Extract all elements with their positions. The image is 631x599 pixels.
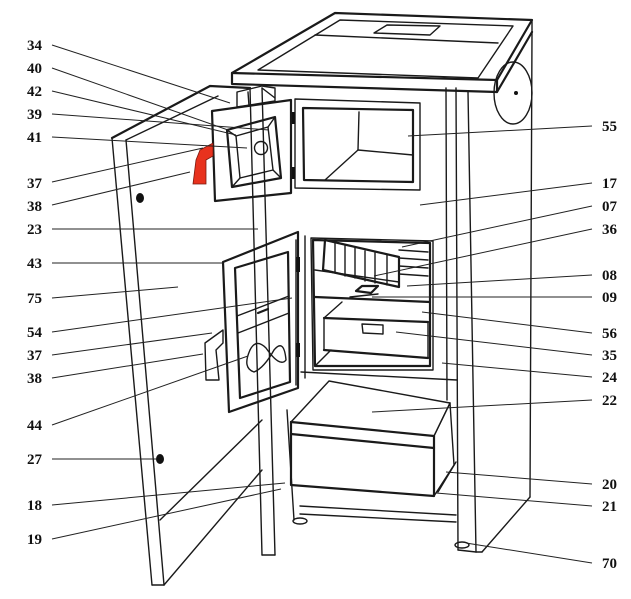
callout-19: 19 bbox=[27, 532, 42, 548]
side-inspection-cover bbox=[493, 61, 533, 125]
leader-54 bbox=[51, 297, 293, 333]
leader-41 bbox=[51, 136, 248, 149]
leader-37a bbox=[51, 147, 204, 183]
callout-35: 35 bbox=[602, 348, 617, 364]
leader-19 bbox=[51, 488, 282, 540]
callout-18: 18 bbox=[27, 498, 42, 514]
callout-38-upper: 38 bbox=[27, 199, 42, 215]
leader-37b bbox=[51, 332, 213, 356]
callout-40: 40 bbox=[27, 61, 42, 77]
ash-drawer bbox=[289, 371, 458, 498]
lower-door bbox=[221, 230, 306, 414]
upper-door-handle bbox=[192, 142, 214, 185]
leader-39 bbox=[51, 113, 270, 131]
callout-27: 27 bbox=[27, 452, 42, 468]
callout-24: 24 bbox=[602, 370, 617, 386]
leader-40 bbox=[51, 67, 229, 131]
callout-55: 55 bbox=[602, 119, 617, 135]
handle-red bbox=[192, 142, 214, 185]
grate-handle bbox=[354, 284, 380, 295]
callout-56: 56 bbox=[602, 326, 617, 342]
combustion-chamber bbox=[310, 237, 434, 371]
leader-34 bbox=[51, 44, 231, 104]
upper-chamber bbox=[291, 98, 421, 191]
leader-lines-left bbox=[51, 44, 293, 540]
callout-42: 42 bbox=[27, 84, 42, 100]
callout-17: 17 bbox=[602, 176, 617, 192]
left-door bbox=[110, 84, 263, 586]
leader-75 bbox=[51, 286, 179, 299]
leader-70 bbox=[465, 542, 593, 564]
callout-39: 39 bbox=[27, 107, 42, 123]
leader-07 bbox=[401, 205, 593, 248]
callout-20: 20 bbox=[602, 477, 617, 493]
door-hinge-dot-top bbox=[136, 193, 144, 203]
leader-18 bbox=[51, 482, 286, 506]
leader-24 bbox=[441, 362, 593, 378]
leader-08 bbox=[406, 274, 593, 287]
lower-door-handle bbox=[204, 329, 224, 381]
leader-lines-right bbox=[371, 125, 593, 564]
leader-38a bbox=[51, 171, 191, 206]
leader-35 bbox=[395, 331, 593, 356]
leader-20 bbox=[445, 471, 593, 485]
leader-44 bbox=[51, 355, 249, 426]
top-hatch bbox=[373, 24, 441, 36]
callout-07: 07 bbox=[602, 199, 617, 215]
callout-54: 54 bbox=[27, 325, 42, 341]
front-right-pillar bbox=[445, 87, 477, 553]
inspection-hole bbox=[253, 140, 269, 156]
door-hinge-dot-bottom bbox=[156, 454, 164, 464]
foot-left bbox=[292, 517, 308, 525]
callout-08: 08 bbox=[602, 268, 617, 284]
leader-17 bbox=[419, 182, 593, 206]
callout-38-lower: 38 bbox=[27, 371, 42, 387]
air-regulator bbox=[246, 342, 287, 373]
callout-21: 21 bbox=[602, 499, 617, 515]
leader-38b bbox=[51, 353, 204, 379]
leader-22 bbox=[371, 399, 593, 413]
leader-21 bbox=[435, 492, 593, 507]
leader-36 bbox=[373, 228, 593, 277]
callout-43: 43 bbox=[27, 256, 42, 272]
leader-42 bbox=[51, 90, 237, 136]
callout-23: 23 bbox=[27, 222, 42, 238]
callout-34: 34 bbox=[27, 38, 42, 54]
right-side-panel bbox=[475, 31, 533, 553]
callout-09: 09 bbox=[602, 290, 617, 306]
baffle-plate bbox=[321, 238, 401, 289]
top-lid bbox=[230, 11, 534, 94]
callout-22: 22 bbox=[602, 393, 617, 409]
foot-right bbox=[454, 541, 470, 549]
leader-56 bbox=[421, 311, 593, 334]
leader-55 bbox=[407, 125, 593, 137]
upper-door bbox=[210, 85, 293, 203]
callout-41: 41 bbox=[27, 130, 42, 146]
callout-70: 70 bbox=[602, 556, 617, 572]
callout-37-lower: 37 bbox=[27, 348, 42, 364]
callout-36: 36 bbox=[602, 222, 617, 238]
callout-44: 44 bbox=[27, 418, 42, 434]
callout-37-upper: 37 bbox=[27, 176, 42, 192]
callout-75: 75 bbox=[27, 291, 42, 307]
